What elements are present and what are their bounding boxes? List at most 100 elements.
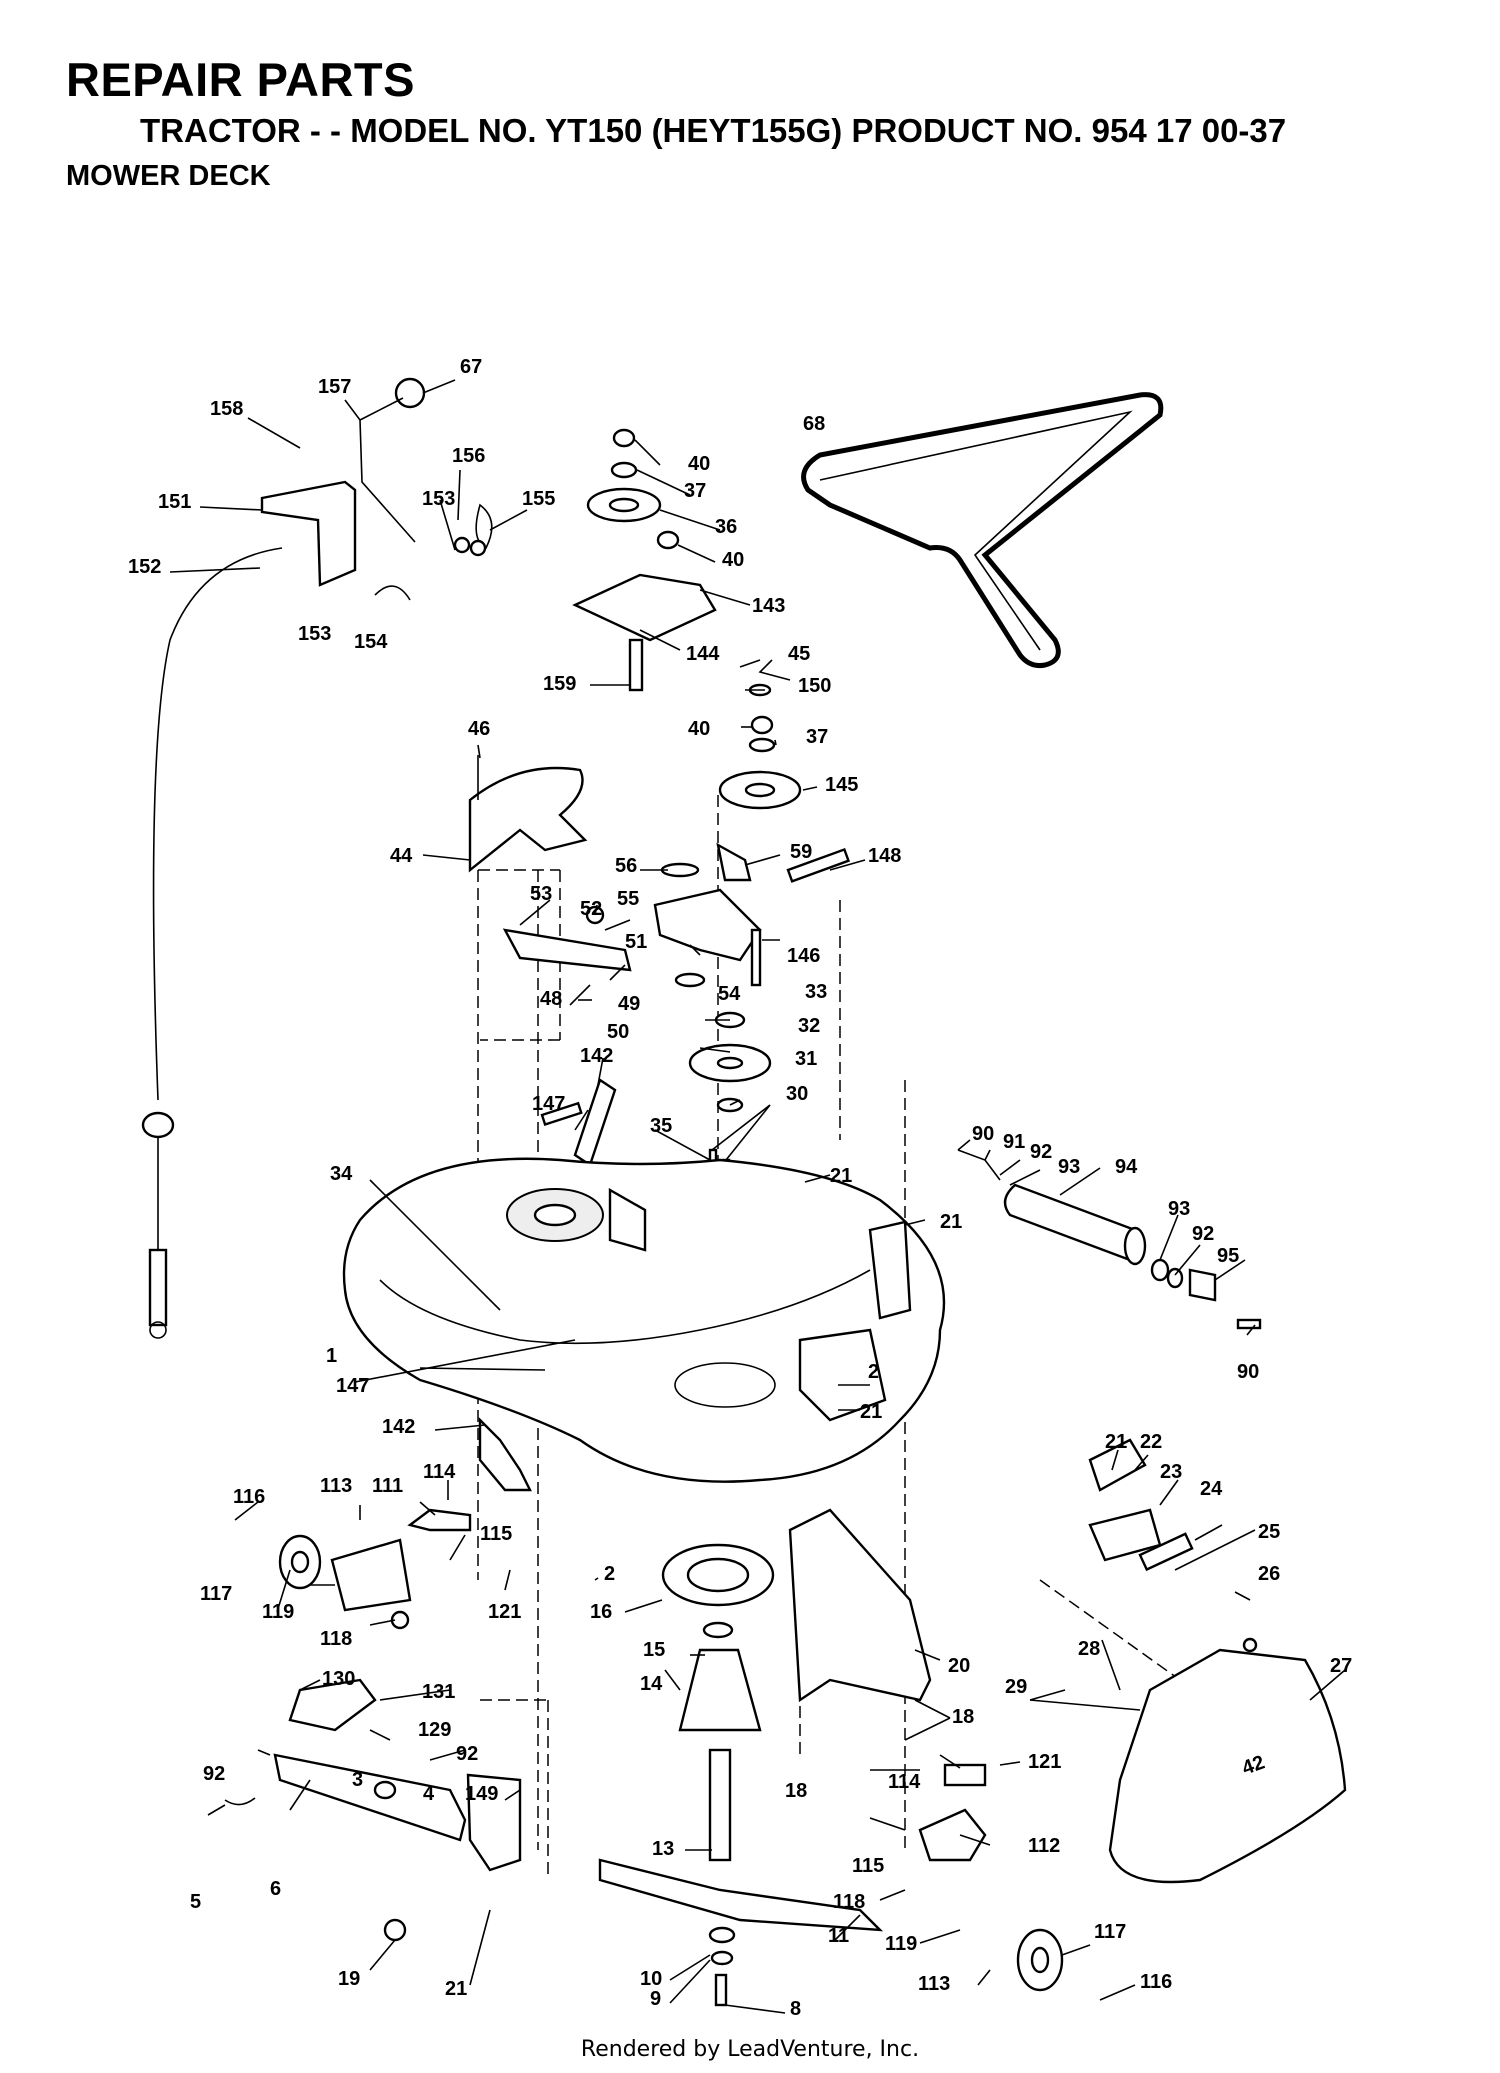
callout-153a: 153 <box>422 488 455 510</box>
callout-113b: 113 <box>918 1973 950 1995</box>
cable-spring <box>148 1248 168 1327</box>
callout-92a: 92 <box>1030 1141 1052 1163</box>
lift-lever <box>359 397 416 543</box>
callout-142a: 142 <box>580 1045 613 1067</box>
callout-19: 19 <box>338 1968 360 1990</box>
spindle-housing <box>678 1648 762 1732</box>
callout-40a: 40 <box>688 453 710 475</box>
idler-pulley-assembly <box>572 428 802 810</box>
callout-55: 55 <box>617 888 639 910</box>
spindle-shaft <box>708 1748 732 1862</box>
callout-29: 29 <box>1005 1676 1027 1698</box>
callout-18a: 18 <box>952 1706 974 1728</box>
callout-142b: 142 <box>382 1416 415 1438</box>
callout-116b: 116 <box>1140 1971 1172 1993</box>
callout-22: 22 <box>1140 1431 1162 1453</box>
callout-114a: 114 <box>423 1461 456 1483</box>
callout-21c: 21 <box>860 1401 882 1423</box>
callout-129: 129 <box>418 1719 451 1741</box>
callout-2b: 2 <box>604 1563 615 1585</box>
callout-119b: 119 <box>885 1933 917 1955</box>
callout-119a: 119 <box>262 1601 294 1623</box>
discharge-chute <box>1108 1648 1347 1884</box>
callout-146: 146 <box>787 945 820 967</box>
callout-49: 49 <box>618 993 640 1015</box>
callout-10: 10 <box>640 1968 662 1990</box>
callout-111: 111 <box>372 1475 403 1497</box>
callout-5: 5 <box>190 1891 201 1913</box>
callout-21a: 21 <box>830 1165 852 1187</box>
callout-90b: 90 <box>1237 1361 1259 1383</box>
callout-44: 44 <box>390 845 413 867</box>
callout-54: 54 <box>718 983 741 1005</box>
callout-48: 48 <box>540 988 562 1010</box>
callout-leaders <box>169 379 1346 2014</box>
callout-155: 155 <box>522 488 555 510</box>
callout-51: 51 <box>625 931 647 953</box>
callout-144: 144 <box>686 643 720 665</box>
callout-92c: 92 <box>203 1763 225 1785</box>
callout-20: 20 <box>948 1655 970 1677</box>
front-link <box>273 1753 467 1842</box>
front-link-bracket <box>288 1678 377 1732</box>
callout-154: 154 <box>354 631 388 653</box>
callout-153b: 153 <box>298 623 331 645</box>
callout-118b: 118 <box>833 1891 865 1913</box>
callout-32: 32 <box>798 1015 820 1037</box>
callout-40c: 40 <box>688 718 710 740</box>
lever-knob <box>394 377 426 409</box>
deck-spring <box>540 1101 583 1127</box>
bracket-spring <box>786 847 851 883</box>
callout-37b: 37 <box>806 726 828 748</box>
callout-31: 31 <box>795 1048 817 1070</box>
footer-credit: Rendered by LeadVenture, Inc. <box>580 2037 920 2062</box>
callout-3: 3 <box>352 1769 363 1791</box>
callout-145: 145 <box>825 774 858 796</box>
callout-59: 59 <box>790 841 812 863</box>
callout-114b: 114 <box>888 1771 921 1793</box>
callout-33: 33 <box>805 981 827 1003</box>
lift-cable <box>152 547 283 1101</box>
callout-52: 52 <box>580 898 602 920</box>
callout-16: 16 <box>590 1601 612 1623</box>
mower-blade <box>598 1858 884 1932</box>
callout-157: 157 <box>318 376 351 398</box>
baffle-and-chute: 42 <box>788 1438 1347 1992</box>
callout-152: 152 <box>128 556 161 578</box>
callout-14: 14 <box>640 1673 663 1695</box>
mower-deck <box>342 1157 946 1483</box>
callout-1: 1 <box>326 1345 337 1367</box>
callout-53: 53 <box>530 883 552 905</box>
brake-link <box>502 928 632 972</box>
callout-21b: 21 <box>940 1211 962 1233</box>
callout-121a: 121 <box>488 1601 521 1623</box>
callout-117a: 117 <box>200 1583 232 1605</box>
callout-93b: 93 <box>1168 1198 1190 1220</box>
wheel-bracket-right <box>918 1808 987 1862</box>
chute-spring <box>1138 1532 1194 1572</box>
callout-8: 8 <box>790 1998 801 2020</box>
callout-92d: 92 <box>456 1743 478 1765</box>
callout-147a: 147 <box>532 1093 565 1115</box>
front-lift-links <box>224 1417 532 1942</box>
callout-21d: 21 <box>1105 1431 1127 1453</box>
callout-159: 159 <box>543 673 576 695</box>
callout-24: 24 <box>1200 1478 1223 1500</box>
callout-35: 35 <box>650 1115 672 1137</box>
callout-23: 23 <box>1160 1461 1182 1483</box>
drive-belt <box>801 392 1164 668</box>
callout-21e: 21 <box>445 1978 467 2000</box>
belt-guard <box>468 766 588 873</box>
callout-121b: 121 <box>1028 1751 1061 1773</box>
callout-151: 151 <box>158 491 191 513</box>
callout-147b: 147 <box>336 1375 369 1397</box>
callout-36: 36 <box>715 516 737 538</box>
callout-37a: 37 <box>684 480 706 502</box>
callout-117b: 117 <box>1094 1921 1126 1943</box>
callout-150: 150 <box>798 675 831 697</box>
callout-40b: 40 <box>722 549 744 571</box>
callout-56: 56 <box>615 855 637 877</box>
callout-25: 25 <box>1258 1521 1280 1543</box>
callout-95: 95 <box>1217 1245 1239 1267</box>
